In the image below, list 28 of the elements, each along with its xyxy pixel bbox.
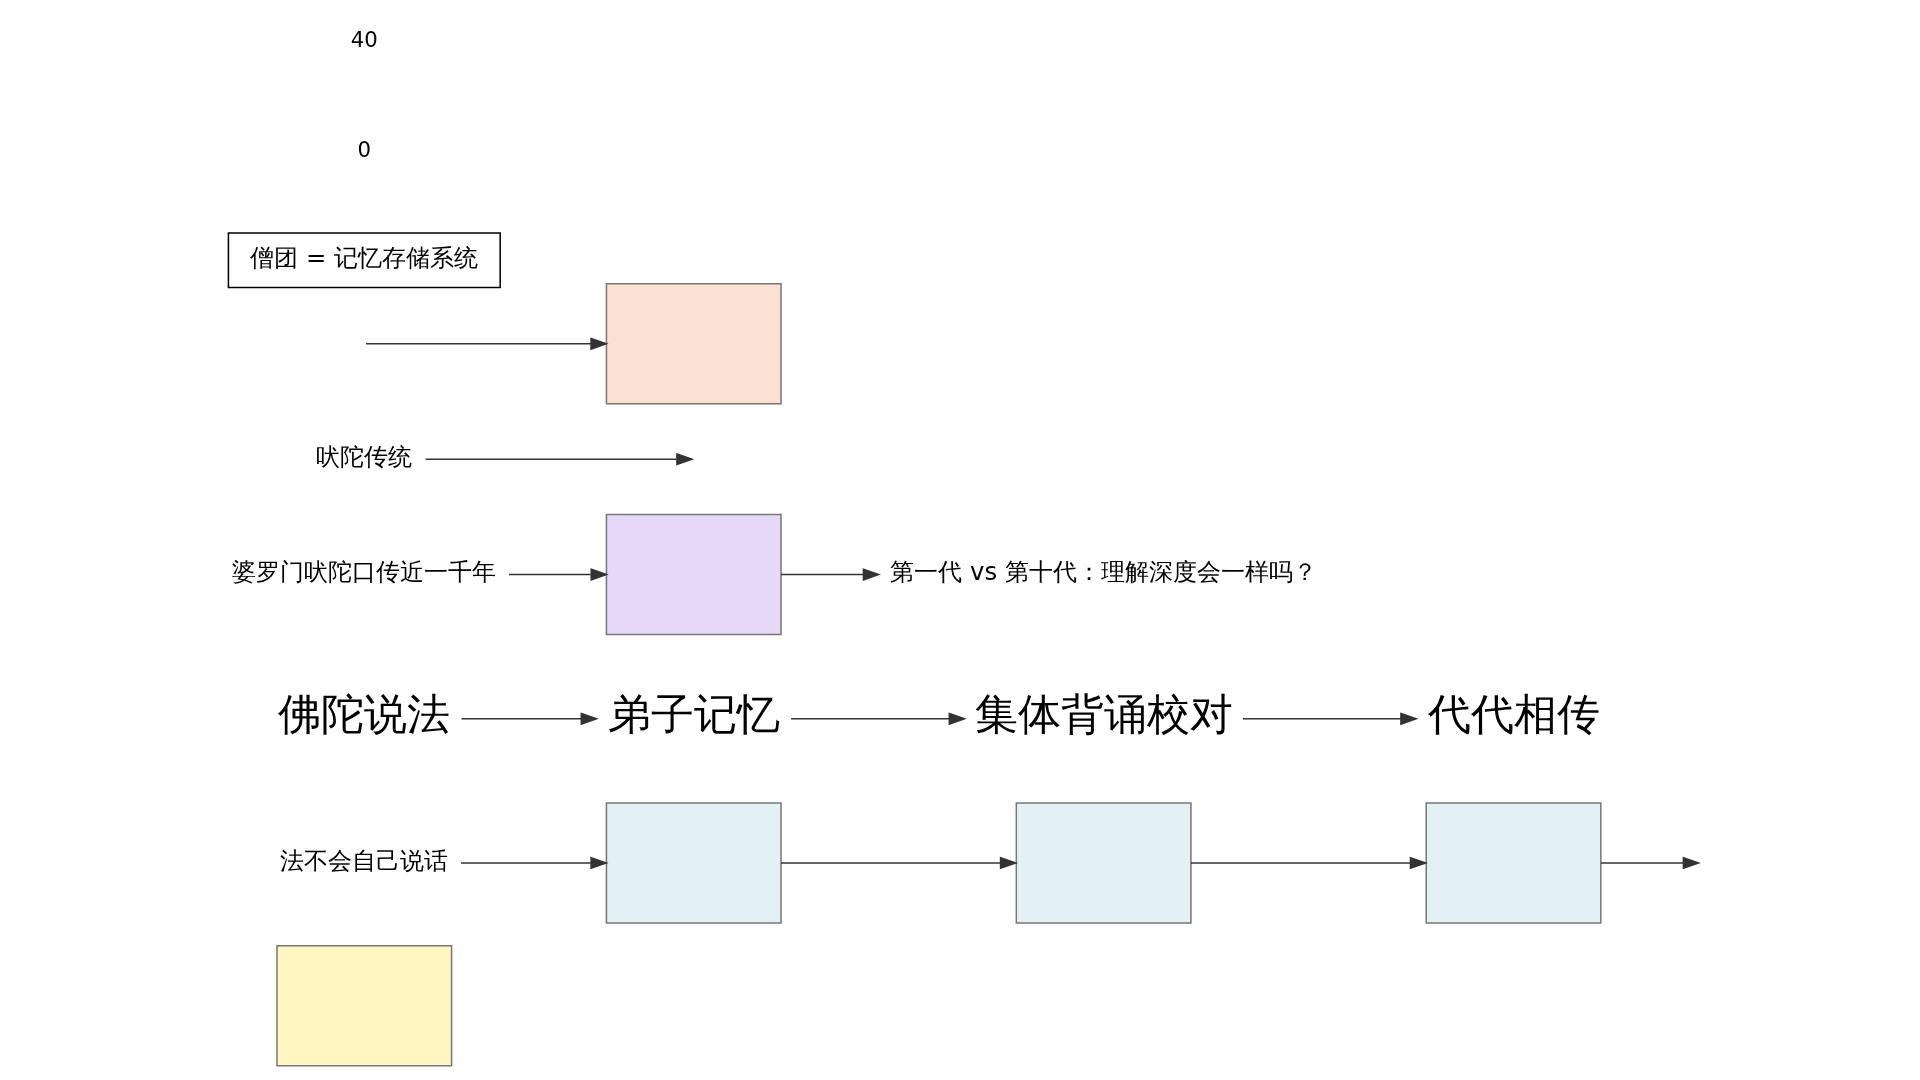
arrow — [789, 712, 967, 726]
arrow — [1599, 856, 1701, 870]
arrow — [1189, 856, 1428, 870]
node-text: 法不会自己说话 — [279, 845, 448, 875]
arrow — [1241, 712, 1418, 726]
node-text: 第一代 vs 第十代：理解深度会一样吗？ — [889, 557, 1317, 587]
node-box: 僧团 = 记忆存储系统 — [227, 232, 501, 289]
node-text: 集体背诵校对 — [974, 690, 1233, 740]
arrow — [459, 856, 609, 870]
node-box — [605, 802, 782, 924]
node-text: 佛陀说法 — [277, 690, 450, 740]
node-text: 婆罗门吠陀口传近一千年 — [231, 557, 496, 587]
arrow — [779, 568, 881, 581]
node-box — [1425, 802, 1602, 924]
node-text: 吠陀传统 — [315, 441, 412, 471]
node-box — [275, 944, 452, 1067]
node-box — [1015, 802, 1192, 924]
arrow — [779, 856, 1018, 870]
arrow — [424, 452, 694, 466]
arrow — [507, 568, 609, 581]
node-text: 代代相传 — [1427, 690, 1600, 740]
arrow — [364, 337, 609, 351]
arrow — [460, 712, 599, 726]
label: 0 — [357, 136, 371, 162]
label: 40 — [350, 27, 378, 53]
node-box — [605, 513, 782, 636]
node-text: 弟子记忆 — [607, 690, 780, 740]
node-box — [605, 283, 782, 405]
